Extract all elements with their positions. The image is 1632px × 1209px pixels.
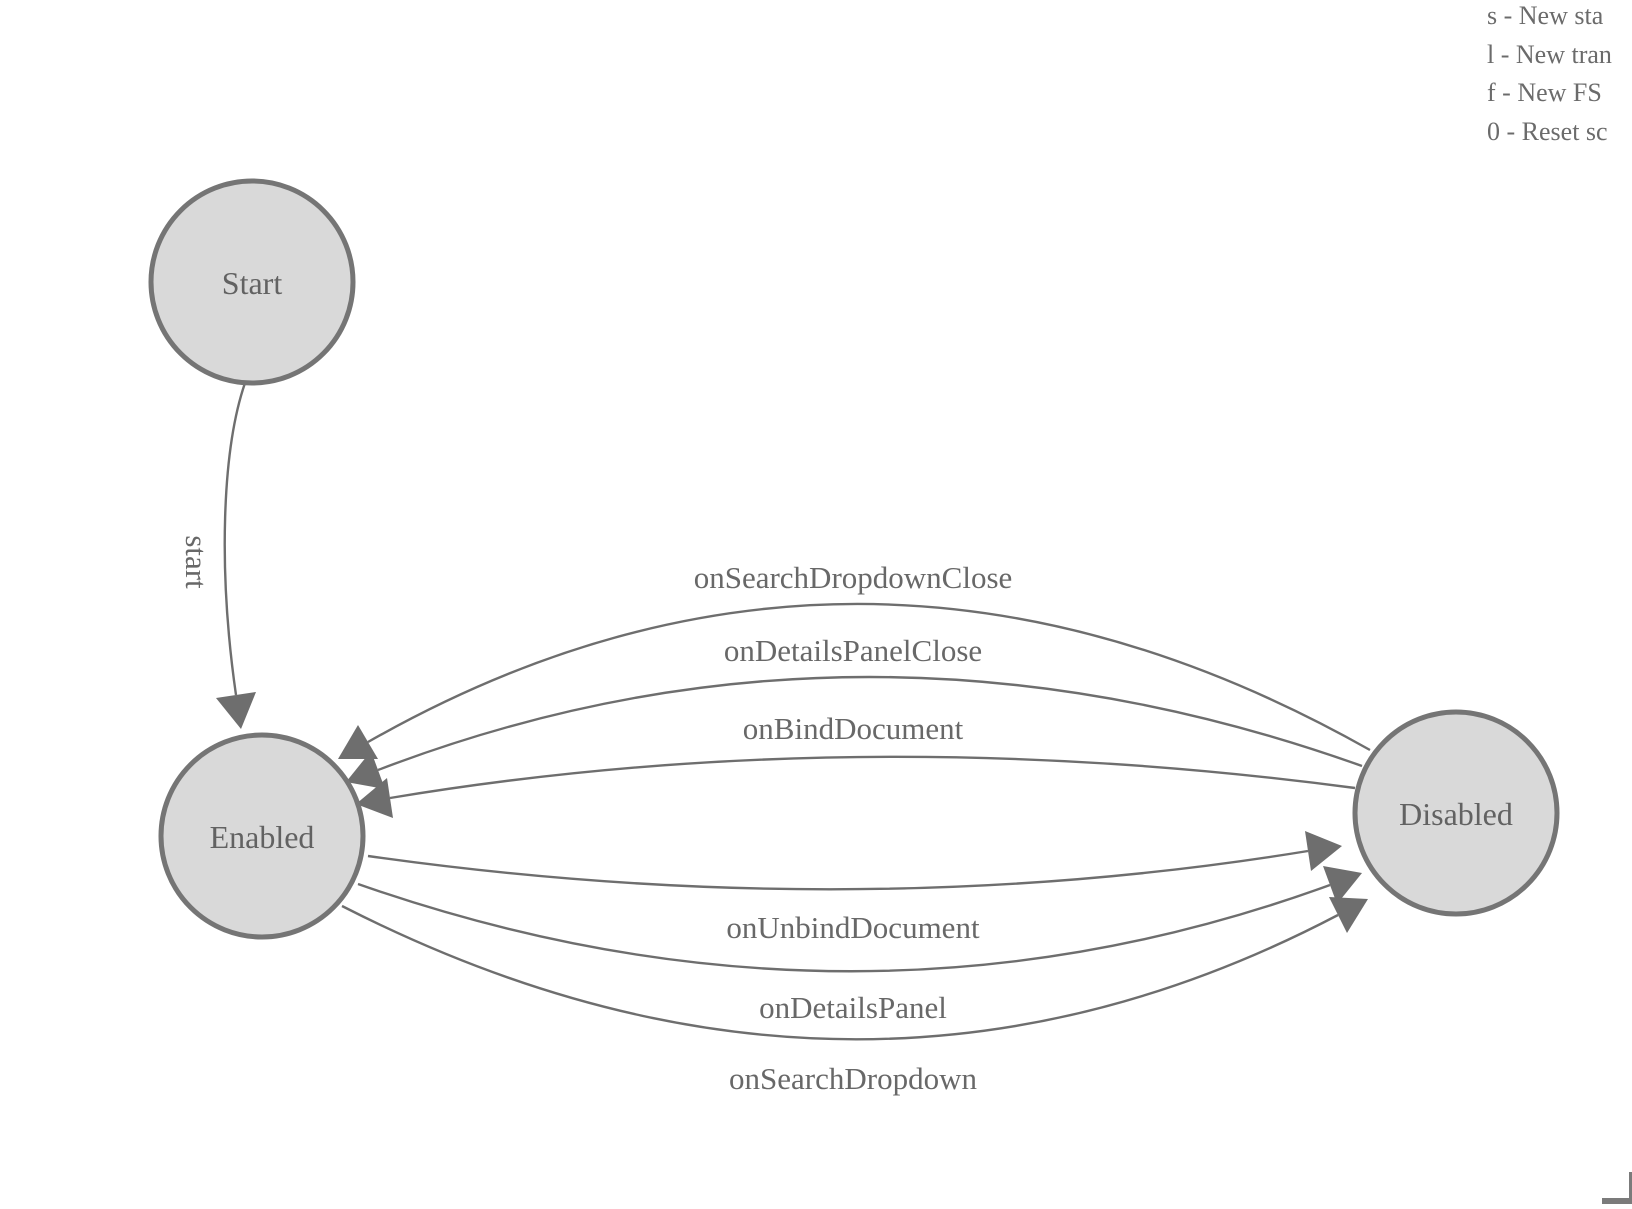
edge-label: onDetailsPanelClose [724,633,982,668]
arrowhead-icon [346,751,385,789]
hotkey-legend-line: l - New tran [1487,39,1612,69]
arrowhead-icon [1305,831,1342,871]
transition-edge-start: start [179,382,256,729]
state-circle[interactable] [1352,709,1560,917]
arrowhead-icon [356,778,393,818]
hotkey-legend-line: 0 - Reset sc [1487,116,1608,146]
corner-widget-fragment [1602,1172,1632,1204]
arrowhead-icon [1329,897,1368,933]
edge-label: onSearchDropdown [729,1061,977,1096]
edge-label: start [179,535,214,589]
edge-path [357,882,1331,973]
state-label: Disabled [1399,796,1513,832]
edge-path [367,849,1309,891]
edge-label: onUnbindDocument [726,910,980,945]
state-node-enabled[interactable]: Enabled [158,732,366,940]
edge-path [377,675,1363,772]
arrowhead-icon [1323,866,1362,904]
transition-edge-onDetailsPanel: onDetailsPanel [357,866,1362,1025]
hotkey-legend-line: s - New sta [1487,1,1604,30]
arrowhead-icon [338,725,378,759]
edge-path [341,904,1339,1041]
state-node-start[interactable]: Start [148,178,356,386]
state-node-disabled[interactable]: Disabled [1352,709,1560,917]
transition-edge-onDetailsPanelClose: onDetailsPanelClose [346,633,1363,789]
arrowhead-icon [216,692,256,729]
transition-edge-onBindDocument: onBindDocument [356,711,1356,818]
edge-label: onDetailsPanel [759,990,947,1025]
transition-edge-onSearchDropdown: onSearchDropdown [341,897,1368,1096]
transition-edge-onSearchDropdownClose: onSearchDropdownClose [338,560,1371,759]
edge-label: onSearchDropdownClose [694,560,1013,595]
state-circle[interactable] [148,178,356,386]
transition-edge-onUnbindDocument: onUnbindDocument [367,831,1342,945]
hotkey-legend-line: f - New FS [1487,78,1602,107]
edge-path [223,382,247,696]
edge-label: onBindDocument [743,711,964,746]
hotkey-legend: s - New sta l - New tran f - New FS 0 - … [1487,0,1612,151]
state-label: Enabled [210,819,315,855]
state-circle[interactable] [158,732,366,940]
edge-path [389,755,1356,800]
state-label: Start [222,265,283,301]
edge-path [367,602,1371,752]
